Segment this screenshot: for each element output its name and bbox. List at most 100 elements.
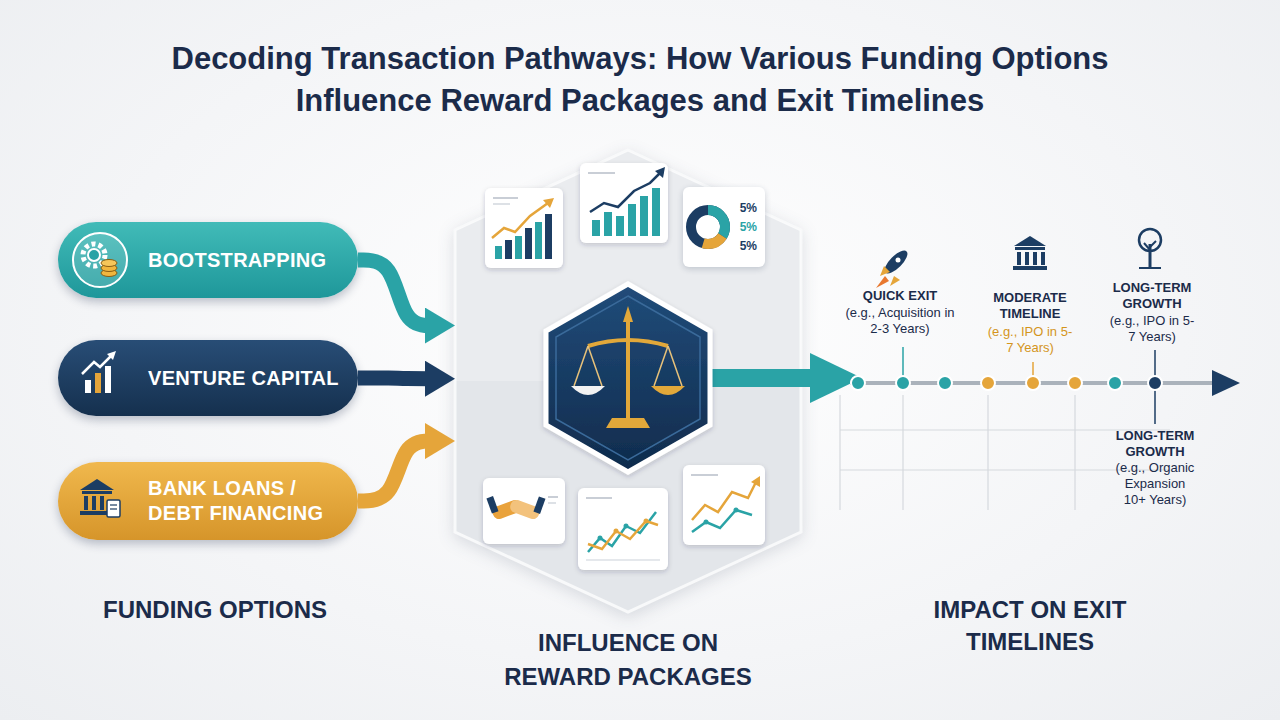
document-icon (110, 508, 117, 509)
bank-icon (1014, 236, 1046, 246)
chart-axis (586, 559, 660, 561)
card-line (493, 197, 518, 199)
grid-line (840, 469, 1170, 470)
chart-line (692, 510, 752, 532)
bank-icon (1017, 252, 1021, 265)
chart-card (580, 163, 668, 243)
bank-icon (80, 511, 110, 515)
scales-hexagon (546, 284, 710, 472)
rocket-icon (896, 258, 901, 263)
chart-point (734, 508, 739, 513)
grid-line (839, 395, 840, 510)
chart-bar (545, 214, 552, 259)
timeline-dot (1148, 376, 1162, 390)
scales-icon (588, 346, 602, 386)
handshake-icon (491, 498, 524, 520)
chart-line (492, 203, 548, 238)
funding-pill: BANK LOANS / DEBT FINANCING (58, 462, 358, 540)
chart-bar (616, 216, 624, 236)
hexagon-shape (455, 150, 801, 612)
chart-bar (640, 196, 648, 236)
timeline-dot (1108, 376, 1122, 390)
timeline-dot (851, 376, 865, 390)
card-line (586, 497, 612, 499)
section-heading: INFLUENCE ON REWARD PACKAGES (498, 626, 758, 694)
timeline-annotation: (e.g., IPO in 5-7 Years) (985, 324, 1075, 356)
leader-line (1154, 350, 1156, 376)
timeline-dot (1068, 376, 1082, 390)
percent-label: 5% (740, 201, 757, 215)
donut-chart (691, 210, 725, 244)
handshake-icon (533, 496, 545, 513)
grid-line (840, 429, 1170, 430)
timeline-dot (938, 376, 952, 390)
bank-icon (84, 496, 88, 510)
chart-bar (628, 204, 636, 236)
node-label: VENTURE CAPITAL (148, 366, 344, 391)
chart-bar (505, 240, 512, 259)
chart-card (683, 465, 765, 545)
chart-line (588, 521, 658, 549)
output-arrow (705, 369, 818, 387)
bank-icon (1015, 247, 1045, 250)
chart-bar (535, 222, 542, 259)
funding-pill: BOOTSTRAPPING (58, 222, 358, 298)
card-line (548, 502, 556, 504)
coin-icon (101, 270, 117, 277)
chart-bar (604, 212, 612, 236)
coin-icon (101, 265, 117, 272)
chart-line (588, 512, 656, 552)
timeline-annotation: LONG-TERM GROWTH (1105, 428, 1205, 460)
leader-line (902, 347, 904, 376)
bank-icon (80, 479, 114, 490)
flow-arrow (358, 371, 434, 387)
handshake-icon (486, 496, 498, 513)
scales-icon (668, 346, 682, 386)
bar-icon (85, 380, 91, 393)
donut-chart (691, 210, 725, 244)
coin-icon (101, 260, 117, 267)
timeline-annotation: (e.g., IPO in 5-7 Years) (1107, 313, 1197, 345)
chart-point (644, 519, 649, 524)
chart-line (543, 198, 554, 208)
flow-arrow (358, 260, 434, 326)
rocket-icon (890, 276, 900, 286)
document-icon (110, 504, 117, 505)
chart-bar (515, 236, 522, 259)
timeline-dot (981, 376, 995, 390)
timeline-annotation: MODERATE TIMELINE (980, 290, 1080, 322)
trend-icon (82, 355, 112, 374)
flow-arrow (358, 441, 434, 501)
timeline-dot (1026, 376, 1040, 390)
node-label: BOOTSTRAPPING (148, 248, 344, 273)
grid-line (987, 395, 988, 510)
timeline-annotation: QUICK EXIT (835, 288, 965, 304)
scales-icon (606, 418, 650, 428)
section-heading: IMPACT ON EXIT TIMELINES (930, 594, 1130, 658)
chart-line (655, 167, 665, 178)
scales-icon (574, 346, 588, 386)
card-line (493, 203, 510, 205)
grid-line (902, 395, 903, 510)
icon-ring (73, 233, 127, 287)
rocket-icon (880, 266, 890, 276)
hexagon-highlight (455, 150, 801, 381)
bank-icon (100, 496, 104, 510)
chart-bar (652, 188, 660, 236)
chart-line (590, 173, 660, 212)
grid-line (1074, 395, 1075, 510)
gear-icon (83, 244, 105, 266)
tree-icon (1149, 244, 1152, 268)
chart-card (578, 488, 668, 570)
percent-label: 5% (740, 220, 757, 234)
chart-line (751, 476, 760, 487)
node-label: BANK LOANS / DEBT FINANCING (148, 476, 344, 526)
reward-hexagon: INFLUENCE ON REWARD PACKAGES5%5%5% (455, 150, 801, 612)
bar-icon (105, 366, 111, 393)
timeline-axis (850, 381, 1218, 385)
document-icon (107, 500, 120, 517)
bank-icon (82, 491, 112, 494)
funding-pill: VENTURE CAPITAL (58, 340, 358, 416)
section-heading: FUNDING OPTIONS (55, 594, 375, 626)
